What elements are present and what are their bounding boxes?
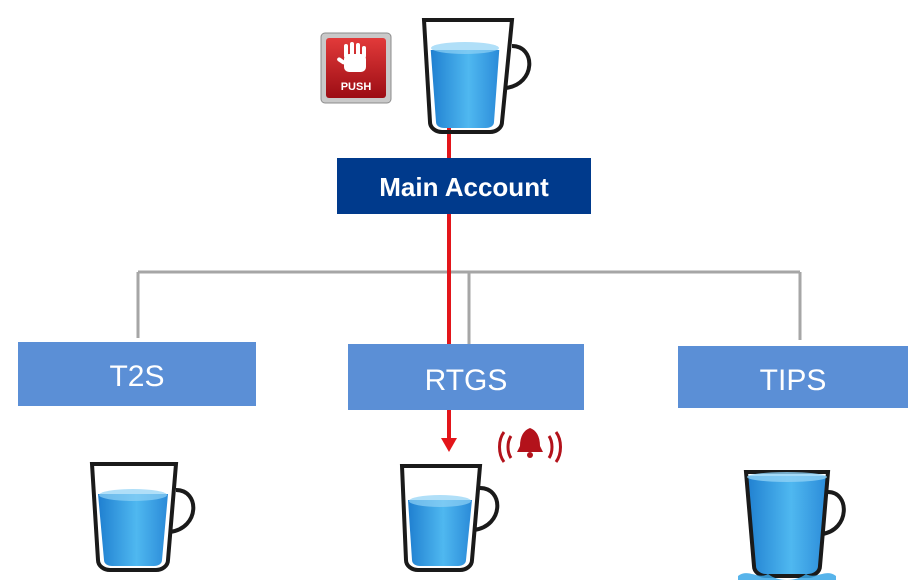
- overflow-splash: [738, 573, 836, 580]
- sub-account-box-rtgs: RTGS: [348, 344, 584, 410]
- push-button[interactable]: PUSH: [320, 32, 392, 104]
- sub-account-label-tips: TIPS: [760, 364, 827, 397]
- hand-push-icon: [337, 42, 366, 72]
- sub-account-label-rtgs: RTGS: [425, 364, 508, 397]
- main-account-cup-icon: [421, 18, 532, 134]
- sub-account-label-t2s: T2S: [109, 360, 164, 393]
- tips-cup-icon: [738, 470, 846, 580]
- main-account-label: Main Account: [379, 172, 549, 202]
- main-account-box: Main Account: [337, 158, 591, 214]
- sub-account-box-t2s: T2S: [18, 342, 256, 406]
- connector-lines: [136, 270, 802, 344]
- rtgs-cup-icon: [399, 464, 500, 572]
- ringing-bell-icon: [498, 428, 562, 463]
- sub-account-box-tips: TIPS: [678, 346, 908, 408]
- flow-arrow-head: [441, 438, 457, 452]
- push-button-label: PUSH: [341, 81, 372, 93]
- t2s-cup-icon: [89, 462, 196, 572]
